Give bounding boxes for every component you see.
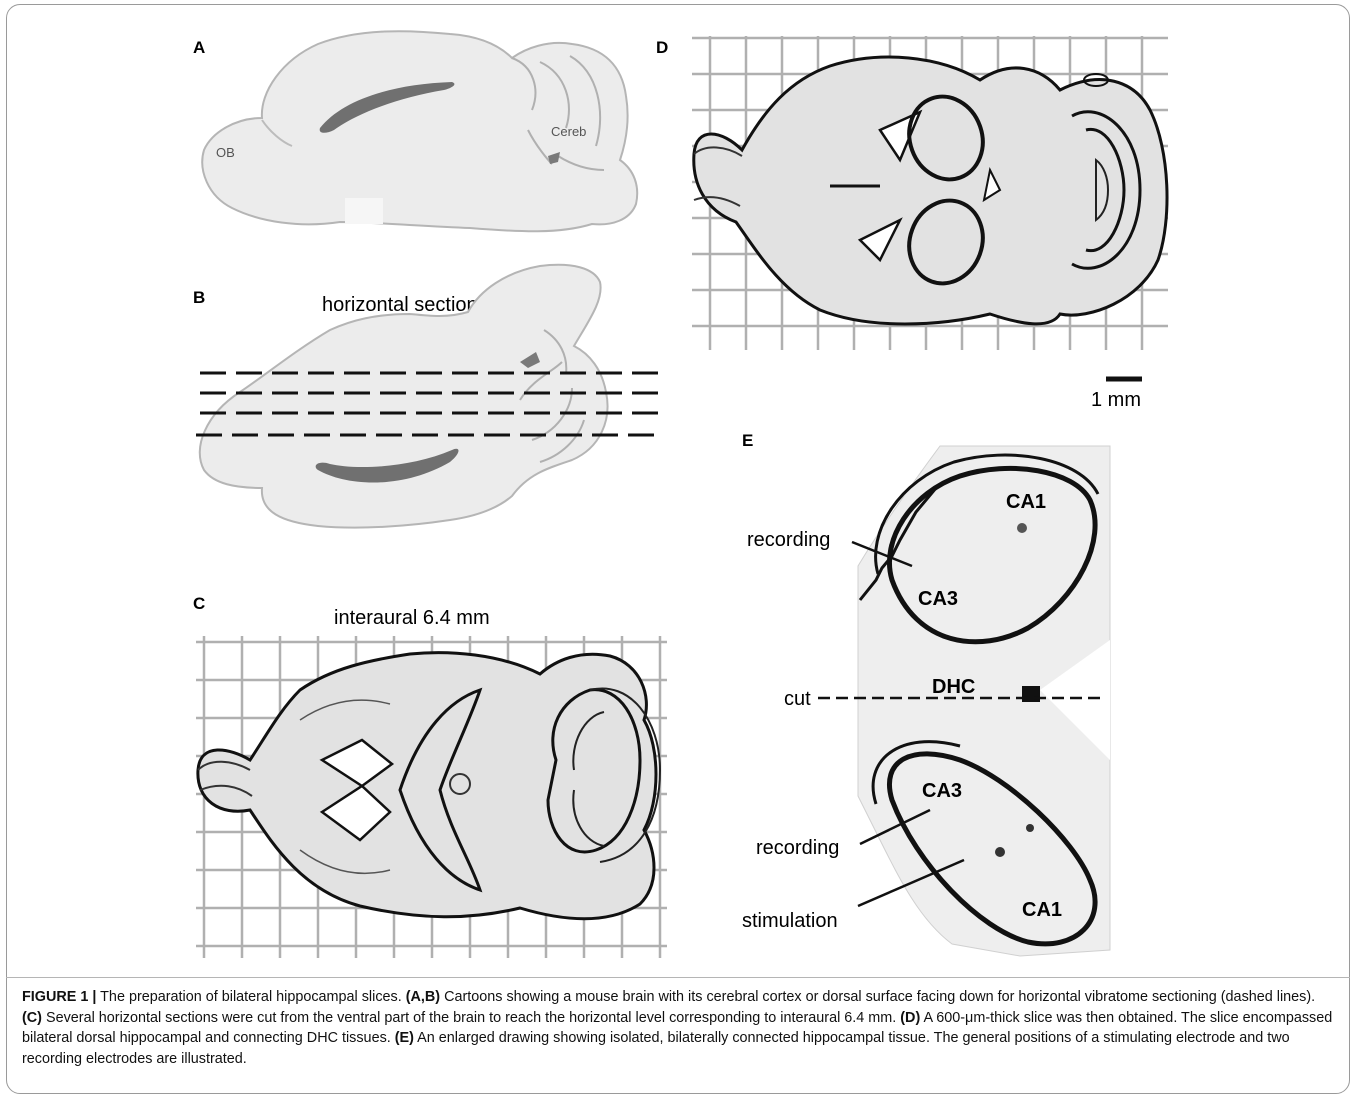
panel-e-dhc: DHC: [932, 676, 975, 698]
caption-title: The preparation of bilateral hippocampal…: [96, 989, 405, 1005]
panel-d-scale-bar-label: 1 mm: [1091, 389, 1141, 411]
panel-a: A OB Cereb: [193, 31, 637, 231]
panel-e-recording-top-label: recording: [747, 529, 830, 551]
panel-b-letter: B: [193, 288, 205, 307]
panel-e-ca3-top: CA3: [918, 588, 958, 610]
panel-e-ca1-top: CA1: [1006, 491, 1046, 513]
panel-c-letter: C: [193, 594, 205, 613]
panel-a-cereb-label: Cereb: [551, 124, 586, 139]
panel-e-cut-label: cut: [784, 688, 811, 710]
panel-e-ca3-bottom: CA3: [922, 780, 962, 802]
panel-a-blank-patch: [345, 198, 383, 224]
panel-c: C interaural 6.4 mm: [193, 594, 667, 958]
panel-e-ca1-bottom: CA1: [1022, 899, 1062, 921]
figure-caption: FIGURE 1 | The preparation of bilateral …: [22, 987, 1338, 1069]
caption-e-ref: (E): [395, 1030, 414, 1046]
caption-c-text: Several horizontal sections were cut fro…: [42, 1010, 900, 1026]
panel-e-cut-mark: [1022, 686, 1040, 702]
caption-c-ref: (C): [22, 1010, 42, 1026]
panel-e-recording-bottom-label: recording: [756, 837, 839, 859]
panel-c-brain-slice: [198, 653, 660, 919]
panel-d: D 1 mm: [656, 36, 1168, 411]
panel-d-brain-slice: [694, 57, 1167, 324]
caption-divider: [6, 977, 1350, 978]
panel-e-letter: E: [742, 431, 753, 450]
caption-ab-text: Cartoons showing a mouse brain with its …: [440, 989, 1315, 1005]
panel-a-letter: A: [193, 38, 205, 57]
panel-e-stimulation-label: stimulation: [742, 910, 838, 932]
panel-d-letter: D: [656, 38, 668, 57]
panel-a-ob-label: OB: [216, 145, 235, 160]
caption-d-ref: (D): [900, 1010, 920, 1026]
caption-figure-label: FIGURE 1 |: [22, 989, 96, 1005]
figure-graphic: A OB Cereb B horizontal sectioning C int…: [0, 0, 1358, 975]
panel-e: E CA1 CA3 DHC CA3 CA1 recording cut reco…: [742, 431, 1110, 956]
caption-ab-ref: (A,B): [406, 989, 440, 1005]
panel-c-title: interaural 6.4 mm: [334, 607, 490, 629]
panel-b: B horizontal sectioning: [193, 265, 662, 528]
